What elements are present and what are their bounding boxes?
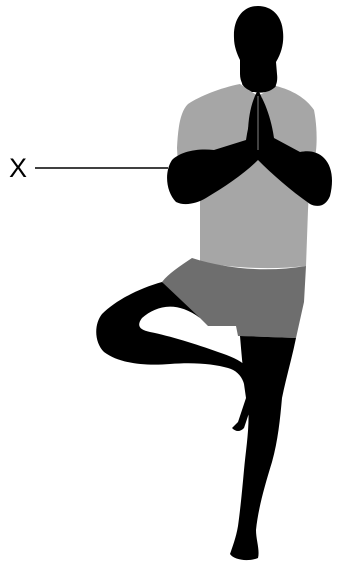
label-x-text: X xyxy=(9,153,27,183)
label-x: X xyxy=(9,153,168,183)
head xyxy=(234,6,283,92)
person-silhouette xyxy=(96,6,332,560)
shorts xyxy=(162,258,306,338)
